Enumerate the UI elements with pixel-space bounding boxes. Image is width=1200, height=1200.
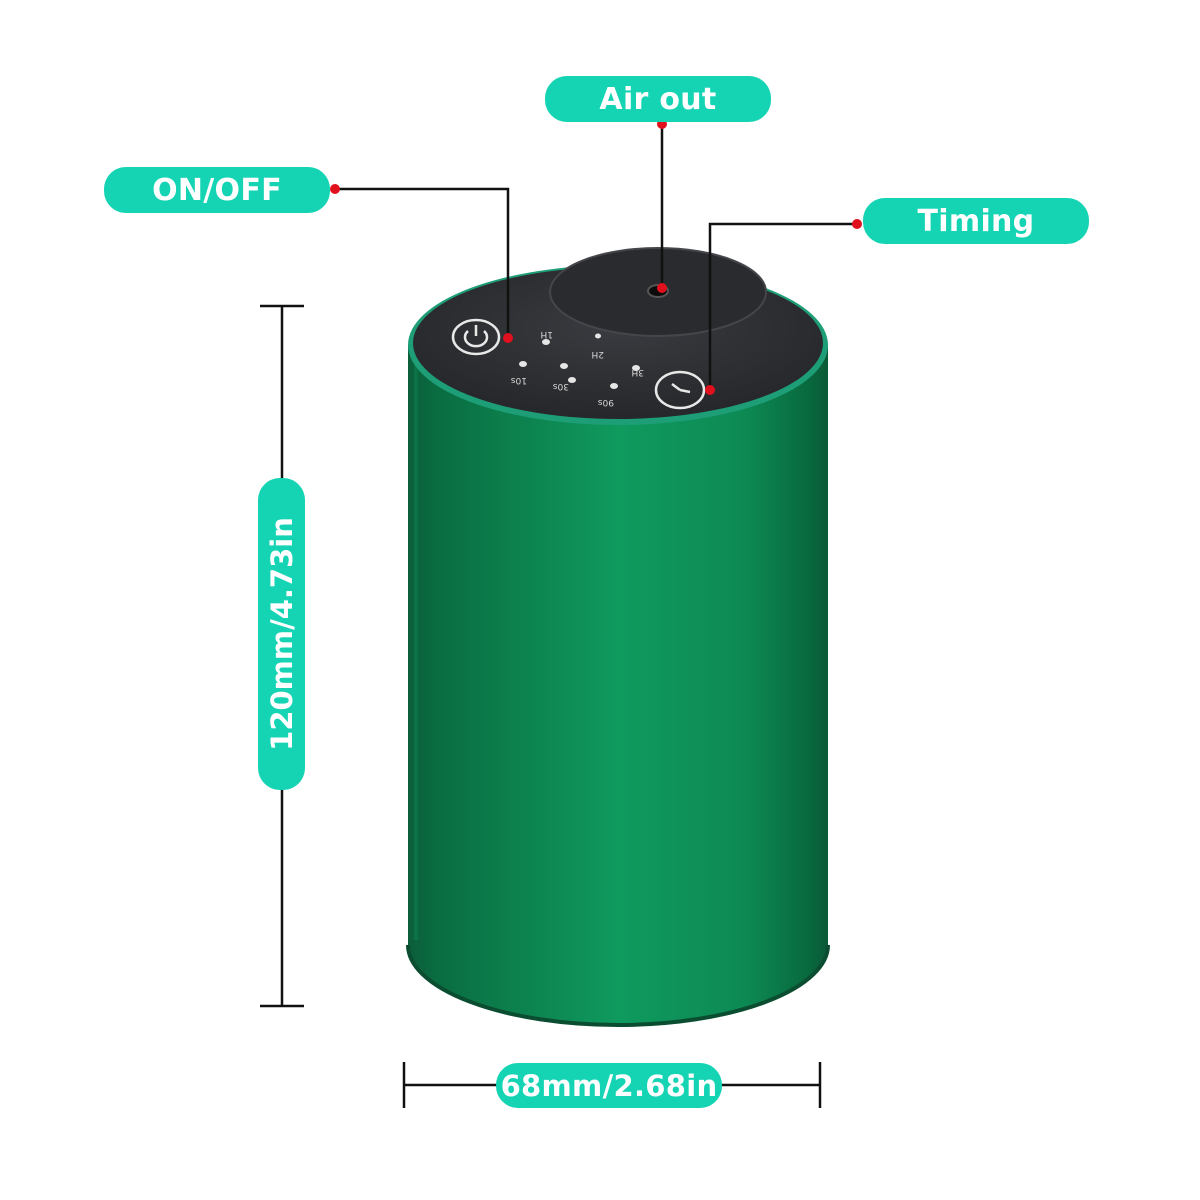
label-1h: 1H [541, 329, 554, 339]
on-off-callout: ON/OFF [104, 167, 330, 213]
label-3h: 3H [632, 367, 645, 377]
marker-dots [330, 119, 862, 395]
height-dimension-label: 120mm/4.73in [258, 478, 305, 790]
callout-lines [335, 124, 857, 390]
label-30s: 30s [553, 381, 569, 391]
clock-icon[interactable] [654, 370, 706, 410]
indicator-dots [519, 333, 640, 389]
air-out-callout: Air out [545, 76, 771, 122]
on-off-label: ON/OFF [152, 172, 282, 208]
diffuser-body [406, 345, 830, 1027]
panel-labels: 1H 2H 3H 10s 30s 90s [511, 329, 644, 407]
air-out-label: Air out [599, 81, 717, 117]
label-2h: 2H [592, 349, 605, 359]
power-icon[interactable] [451, 318, 501, 356]
timing-label: Timing [917, 203, 1035, 239]
width-dimension-label: 68mm/2.68in [496, 1063, 722, 1108]
timing-callout: Timing [863, 198, 1089, 244]
width-dimension-text: 68mm/2.68in [500, 1068, 718, 1103]
label-10s: 10s [511, 375, 527, 385]
label-90s: 90s [598, 397, 614, 407]
height-dimension-text: 120mm/4.73in [264, 517, 299, 751]
air-outlet-icon [549, 247, 767, 337]
